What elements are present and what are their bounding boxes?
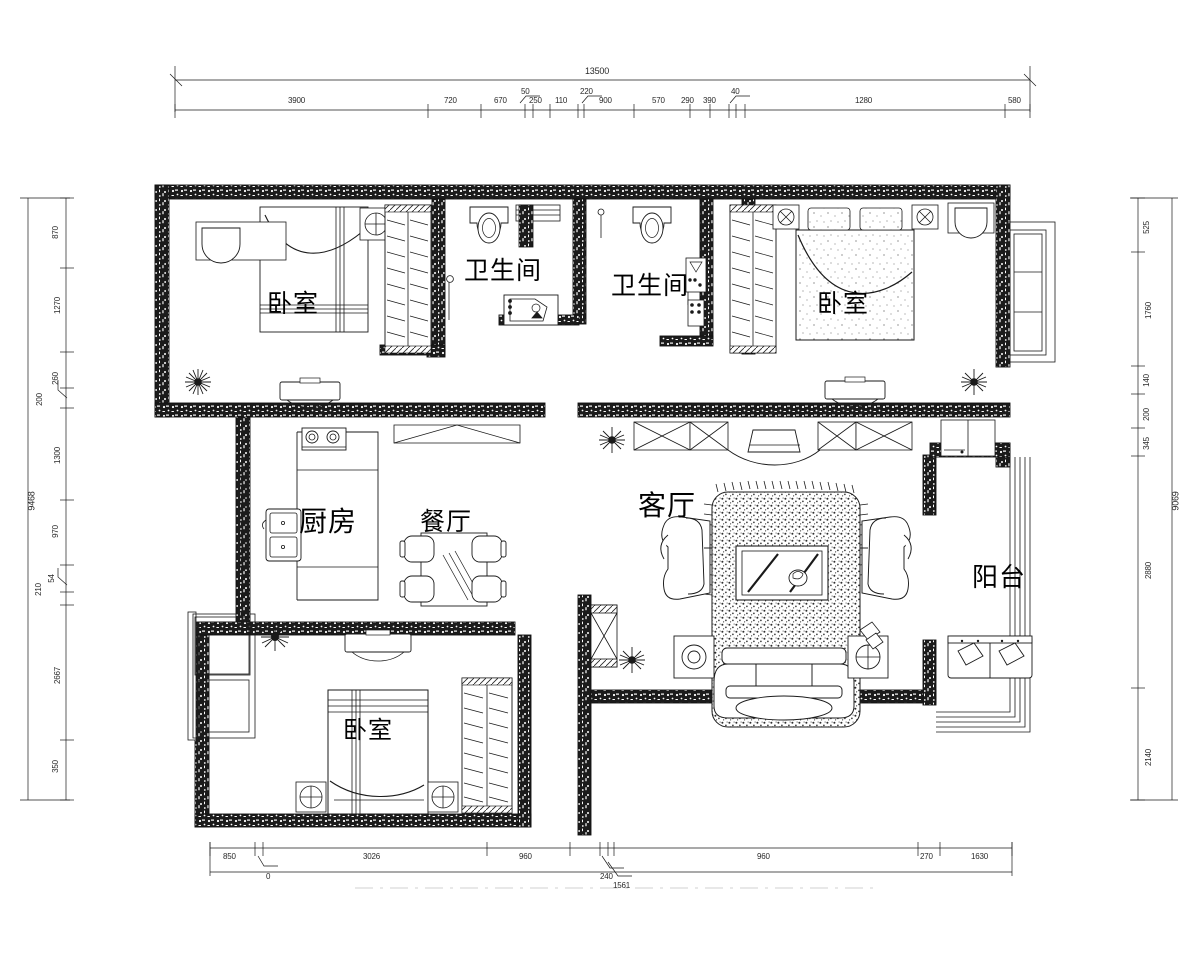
dimension-total-width: 13500 <box>585 66 610 76</box>
dimension-left-9: 2667 <box>53 667 62 684</box>
room-label-bedroom-top-left: 卧室 <box>267 289 320 318</box>
dimension-bottom-8: 270 <box>920 852 933 861</box>
dimension-top-11: 390 <box>703 96 716 105</box>
dimension-top-6: 110 <box>555 96 568 105</box>
dimension-top-3: 670 <box>494 96 507 105</box>
dimension-bottom-3: 3026 <box>363 852 380 861</box>
dimension-top-7: 220 <box>580 87 593 96</box>
dimension-left-7: 54 <box>46 574 56 583</box>
dimension-chain-bottom <box>209 842 1013 877</box>
dimension-top-12: 40 <box>731 87 740 96</box>
dimension-top-2: 720 <box>444 96 457 105</box>
bedroom-bottom-furniture <box>187 611 513 815</box>
dimension-left-6: 970 <box>50 525 60 538</box>
dimension-top-9: 570 <box>652 96 665 105</box>
dimension-right-2: 1760 <box>1144 302 1153 319</box>
dimension-bottom-5: 240 <box>600 872 613 881</box>
dimension-chain-right <box>1130 197 1178 801</box>
dimension-top-10: 290 <box>681 96 694 105</box>
dimension-bottom-7: 960 <box>757 852 770 861</box>
dimension-left-10: 350 <box>50 760 60 773</box>
dimension-top-14: 580 <box>1008 96 1021 105</box>
dimension-right-7: 2140 <box>1144 749 1153 766</box>
dimension-right-1: 525 <box>1141 221 1151 234</box>
dimension-left-1: 870 <box>50 226 60 239</box>
dimension-bottom-1: 850 <box>223 852 236 861</box>
room-label-bedroom-top-right: 卧室 <box>817 289 870 318</box>
dimension-right-4: 200 <box>1141 408 1151 421</box>
room-label-balcony: 阳台 <box>972 563 1027 593</box>
balcony-furniture <box>936 419 1033 733</box>
dimension-bottom-6: 1561 <box>613 881 630 890</box>
living-room-furniture <box>590 421 913 728</box>
closet-top-left <box>384 204 432 354</box>
dimension-right-6: 2880 <box>1144 562 1153 579</box>
dimension-bottom-4: 960 <box>519 852 532 861</box>
doors <box>446 208 689 320</box>
room-label-living: 客厅 <box>638 489 697 522</box>
dimension-right-3: 140 <box>1141 374 1151 387</box>
dimension-top-5: 250 <box>529 96 542 105</box>
dimension-top-1: 3900 <box>288 96 305 105</box>
dimension-left-2: 1270 <box>53 297 62 314</box>
dimension-chain-left <box>20 197 74 801</box>
room-label-bathroom-left: 卫生间 <box>464 256 543 285</box>
dimension-top-4: 50 <box>521 87 530 96</box>
dimension-left-3: 260 <box>50 372 60 385</box>
dimension-right-5: 345 <box>1141 437 1151 450</box>
dining-furniture <box>393 424 521 607</box>
dimension-left-4: 200 <box>34 393 44 406</box>
room-label-dining: 餐厅 <box>420 507 473 536</box>
dimension-total-height-left: 9468 <box>26 491 37 511</box>
room-label-bedroom-bottom: 卧室 <box>343 716 393 744</box>
dimension-left-5: 1300 <box>53 447 62 464</box>
dimension-top-8: 900 <box>599 96 612 105</box>
room-label-bathroom-right: 卫生间 <box>611 271 690 300</box>
dimension-total-height-right: 9069 <box>1170 491 1181 511</box>
plumbing-shaft <box>518 204 534 248</box>
dimension-bottom-9: 1630 <box>971 852 988 861</box>
kitchen-fixtures <box>239 427 379 601</box>
bedroom-top-left-furniture <box>157 206 393 408</box>
room-label-kitchen: 厨房 <box>299 505 358 538</box>
bathroom-right-fixtures <box>632 206 707 327</box>
dimension-left-8: 210 <box>33 583 43 596</box>
dimension-bottom-2: 0 <box>266 872 271 881</box>
dimension-top-13: 1280 <box>855 96 872 105</box>
dimension-chain-top <box>169 66 1037 118</box>
bedroom-top-right-furniture <box>729 202 1056 407</box>
